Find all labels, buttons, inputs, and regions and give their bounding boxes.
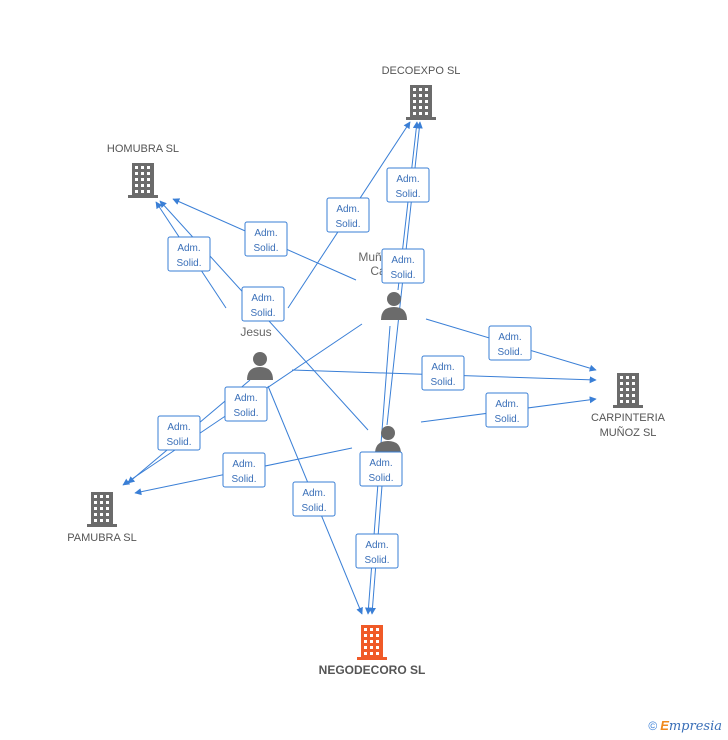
copyright-symbol: © <box>648 719 658 733</box>
person-icon-p3[interactable] <box>375 426 401 454</box>
pamubra-building-icon[interactable] <box>87 492 117 527</box>
relation-label-11[interactable]: Adm. Solid. <box>485 392 529 428</box>
relation-label-4[interactable]: Adm. Solid. <box>167 236 211 272</box>
company-label-decoexpo[interactable]: DECOEXPO SL <box>382 65 461 77</box>
svg-text:Adm.: Adm. <box>495 399 518 410</box>
relation-label-9[interactable]: Adm. Solid. <box>224 386 268 422</box>
relation-label-8[interactable]: Adm. Solid. <box>421 355 465 391</box>
relation-label-7[interactable]: Adm. Solid. <box>488 325 532 361</box>
svg-text:Solid.: Solid. <box>231 474 256 485</box>
relation-label-10[interactable]: Adm. Solid. <box>157 415 201 451</box>
relation-label-15[interactable]: Adm. Solid. <box>355 533 399 569</box>
relation-labels-layer: Adm. Solid. Adm. Solid. Adm. Solid. Adm. Solid.… <box>157 167 532 569</box>
svg-text:Adm.: Adm. <box>234 393 257 404</box>
svg-text:Adm.: Adm. <box>431 362 454 373</box>
negodecoro-building-icon[interactable] <box>357 625 387 660</box>
company-label-carpinteria-line2[interactable]: MUÑOZ SL <box>600 426 657 439</box>
relation-label-13[interactable]: Adm. Solid. <box>359 451 403 487</box>
svg-text:Solid.: Solid. <box>390 270 415 281</box>
svg-text:Adm.: Adm. <box>365 540 388 551</box>
svg-text:Adm.: Adm. <box>177 243 200 254</box>
decoexpo-building-icon[interactable] <box>406 85 436 120</box>
person-label-p1[interactable]: Muñ <box>358 250 381 264</box>
svg-text:Solid.: Solid. <box>430 377 455 388</box>
svg-text:Adm.: Adm. <box>336 204 359 215</box>
svg-text:Adm.: Adm. <box>254 228 277 239</box>
svg-text:Solid.: Solid. <box>368 473 393 484</box>
svg-text:Adm.: Adm. <box>396 174 419 185</box>
svg-text:Adm.: Adm. <box>232 459 255 470</box>
relation-label-6[interactable]: Adm. Solid. <box>241 286 285 322</box>
svg-text:Solid.: Solid. <box>395 189 420 200</box>
svg-text:Adm.: Adm. <box>391 255 414 266</box>
svg-text:Solid.: Solid. <box>497 347 522 358</box>
relation-label-2[interactable]: Adm. Solid. <box>386 167 430 203</box>
person-icon-p1[interactable] <box>381 292 407 320</box>
svg-text:Solid.: Solid. <box>176 258 201 269</box>
svg-text:Solid.: Solid. <box>301 503 326 514</box>
person-icon-p2[interactable] <box>247 352 273 380</box>
svg-text:Adm.: Adm. <box>302 488 325 499</box>
person-label-p2-line2[interactable]: Jesus <box>240 325 271 339</box>
company-label-carpinteria[interactable]: CARPINTERIA <box>591 412 666 424</box>
company-label-pamubra[interactable]: PAMUBRA SL <box>67 532 137 544</box>
relation-label-12[interactable]: Adm. Solid. <box>222 452 266 488</box>
svg-text:Solid.: Solid. <box>233 408 258 419</box>
relation-label-3[interactable]: Adm. Solid. <box>244 221 288 257</box>
brand-first-letter: E <box>660 718 669 733</box>
svg-text:Solid.: Solid. <box>253 243 278 254</box>
relation-label-14[interactable]: Adm. Solid. <box>292 481 336 517</box>
svg-text:Solid.: Solid. <box>494 414 519 425</box>
nodes-layer: DECOEXPO SL HOMUBRA SL CARPINTERIA MUÑOZ SL… <box>67 65 665 677</box>
svg-text:Adm.: Adm. <box>369 458 392 469</box>
svg-text:Adm.: Adm. <box>167 422 190 433</box>
svg-text:Adm.: Adm. <box>251 293 274 304</box>
empresia-credit[interactable]: ©Empresia <box>648 718 722 734</box>
homubra-building-icon[interactable] <box>128 163 158 198</box>
relation-label-1[interactable]: Adm. Solid. <box>326 197 370 233</box>
svg-text:Solid.: Solid. <box>364 555 389 566</box>
svg-text:Solid.: Solid. <box>335 219 360 230</box>
carpinteria-building-icon[interactable] <box>613 373 643 408</box>
company-label-negodecoro[interactable]: NEGODECORO SL <box>319 663 426 677</box>
svg-text:Solid.: Solid. <box>250 308 275 319</box>
brand-rest: mpresia <box>668 719 722 734</box>
svg-text:Adm.: Adm. <box>498 332 521 343</box>
svg-text:Solid.: Solid. <box>166 437 191 448</box>
relation-label-5[interactable]: Adm. Solid. <box>381 248 425 284</box>
company-label-homubra[interactable]: HOMUBRA SL <box>107 143 179 155</box>
